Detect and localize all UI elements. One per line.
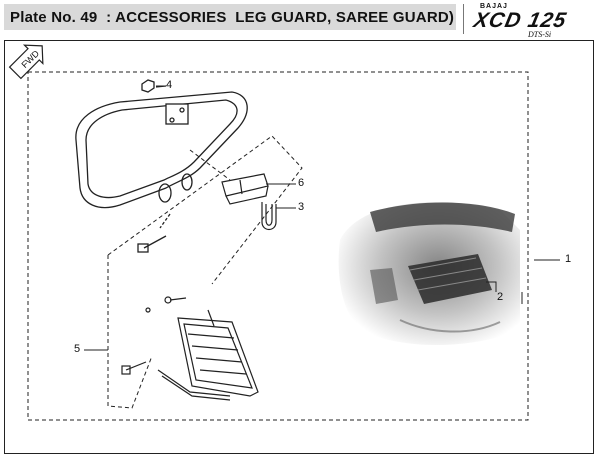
plate-title-bar: Plate No. 49 : ACCESSORIES LEG GUARD, SA… — [4, 4, 456, 30]
u-bolt-drawing — [261, 202, 277, 231]
leg-guard-drawing — [75, 79, 248, 253]
leader-lines — [84, 85, 560, 351]
assembly-boundary — [27, 71, 529, 421]
saree-guard-frame-drawing — [121, 296, 259, 401]
header-divider — [463, 4, 464, 34]
callout-4: 4 — [166, 79, 173, 91]
callout-6: 6 — [298, 177, 305, 189]
plate-title: Plate No. 49 : ACCESSORIES LEG GUARD, SA… — [10, 9, 455, 26]
plate-header: Plate No. 49 : ACCESSORIES LEG GUARD, SA… — [0, 0, 600, 39]
callout-2: 2 — [497, 291, 504, 303]
construction-lines — [107, 135, 303, 409]
fwd-arrow-icon: FWD — [8, 44, 44, 80]
callout-1: 1 — [565, 253, 572, 265]
callout-5: 5 — [74, 343, 81, 355]
model-variant: DTS-Si — [528, 30, 552, 39]
callout-3: 3 — [298, 201, 305, 213]
motorcycle-photo — [338, 202, 520, 345]
saree-guard-clamp-drawing — [221, 173, 269, 205]
brand-name: BAJAJ — [480, 3, 508, 10]
diagram-frame — [4, 40, 594, 454]
